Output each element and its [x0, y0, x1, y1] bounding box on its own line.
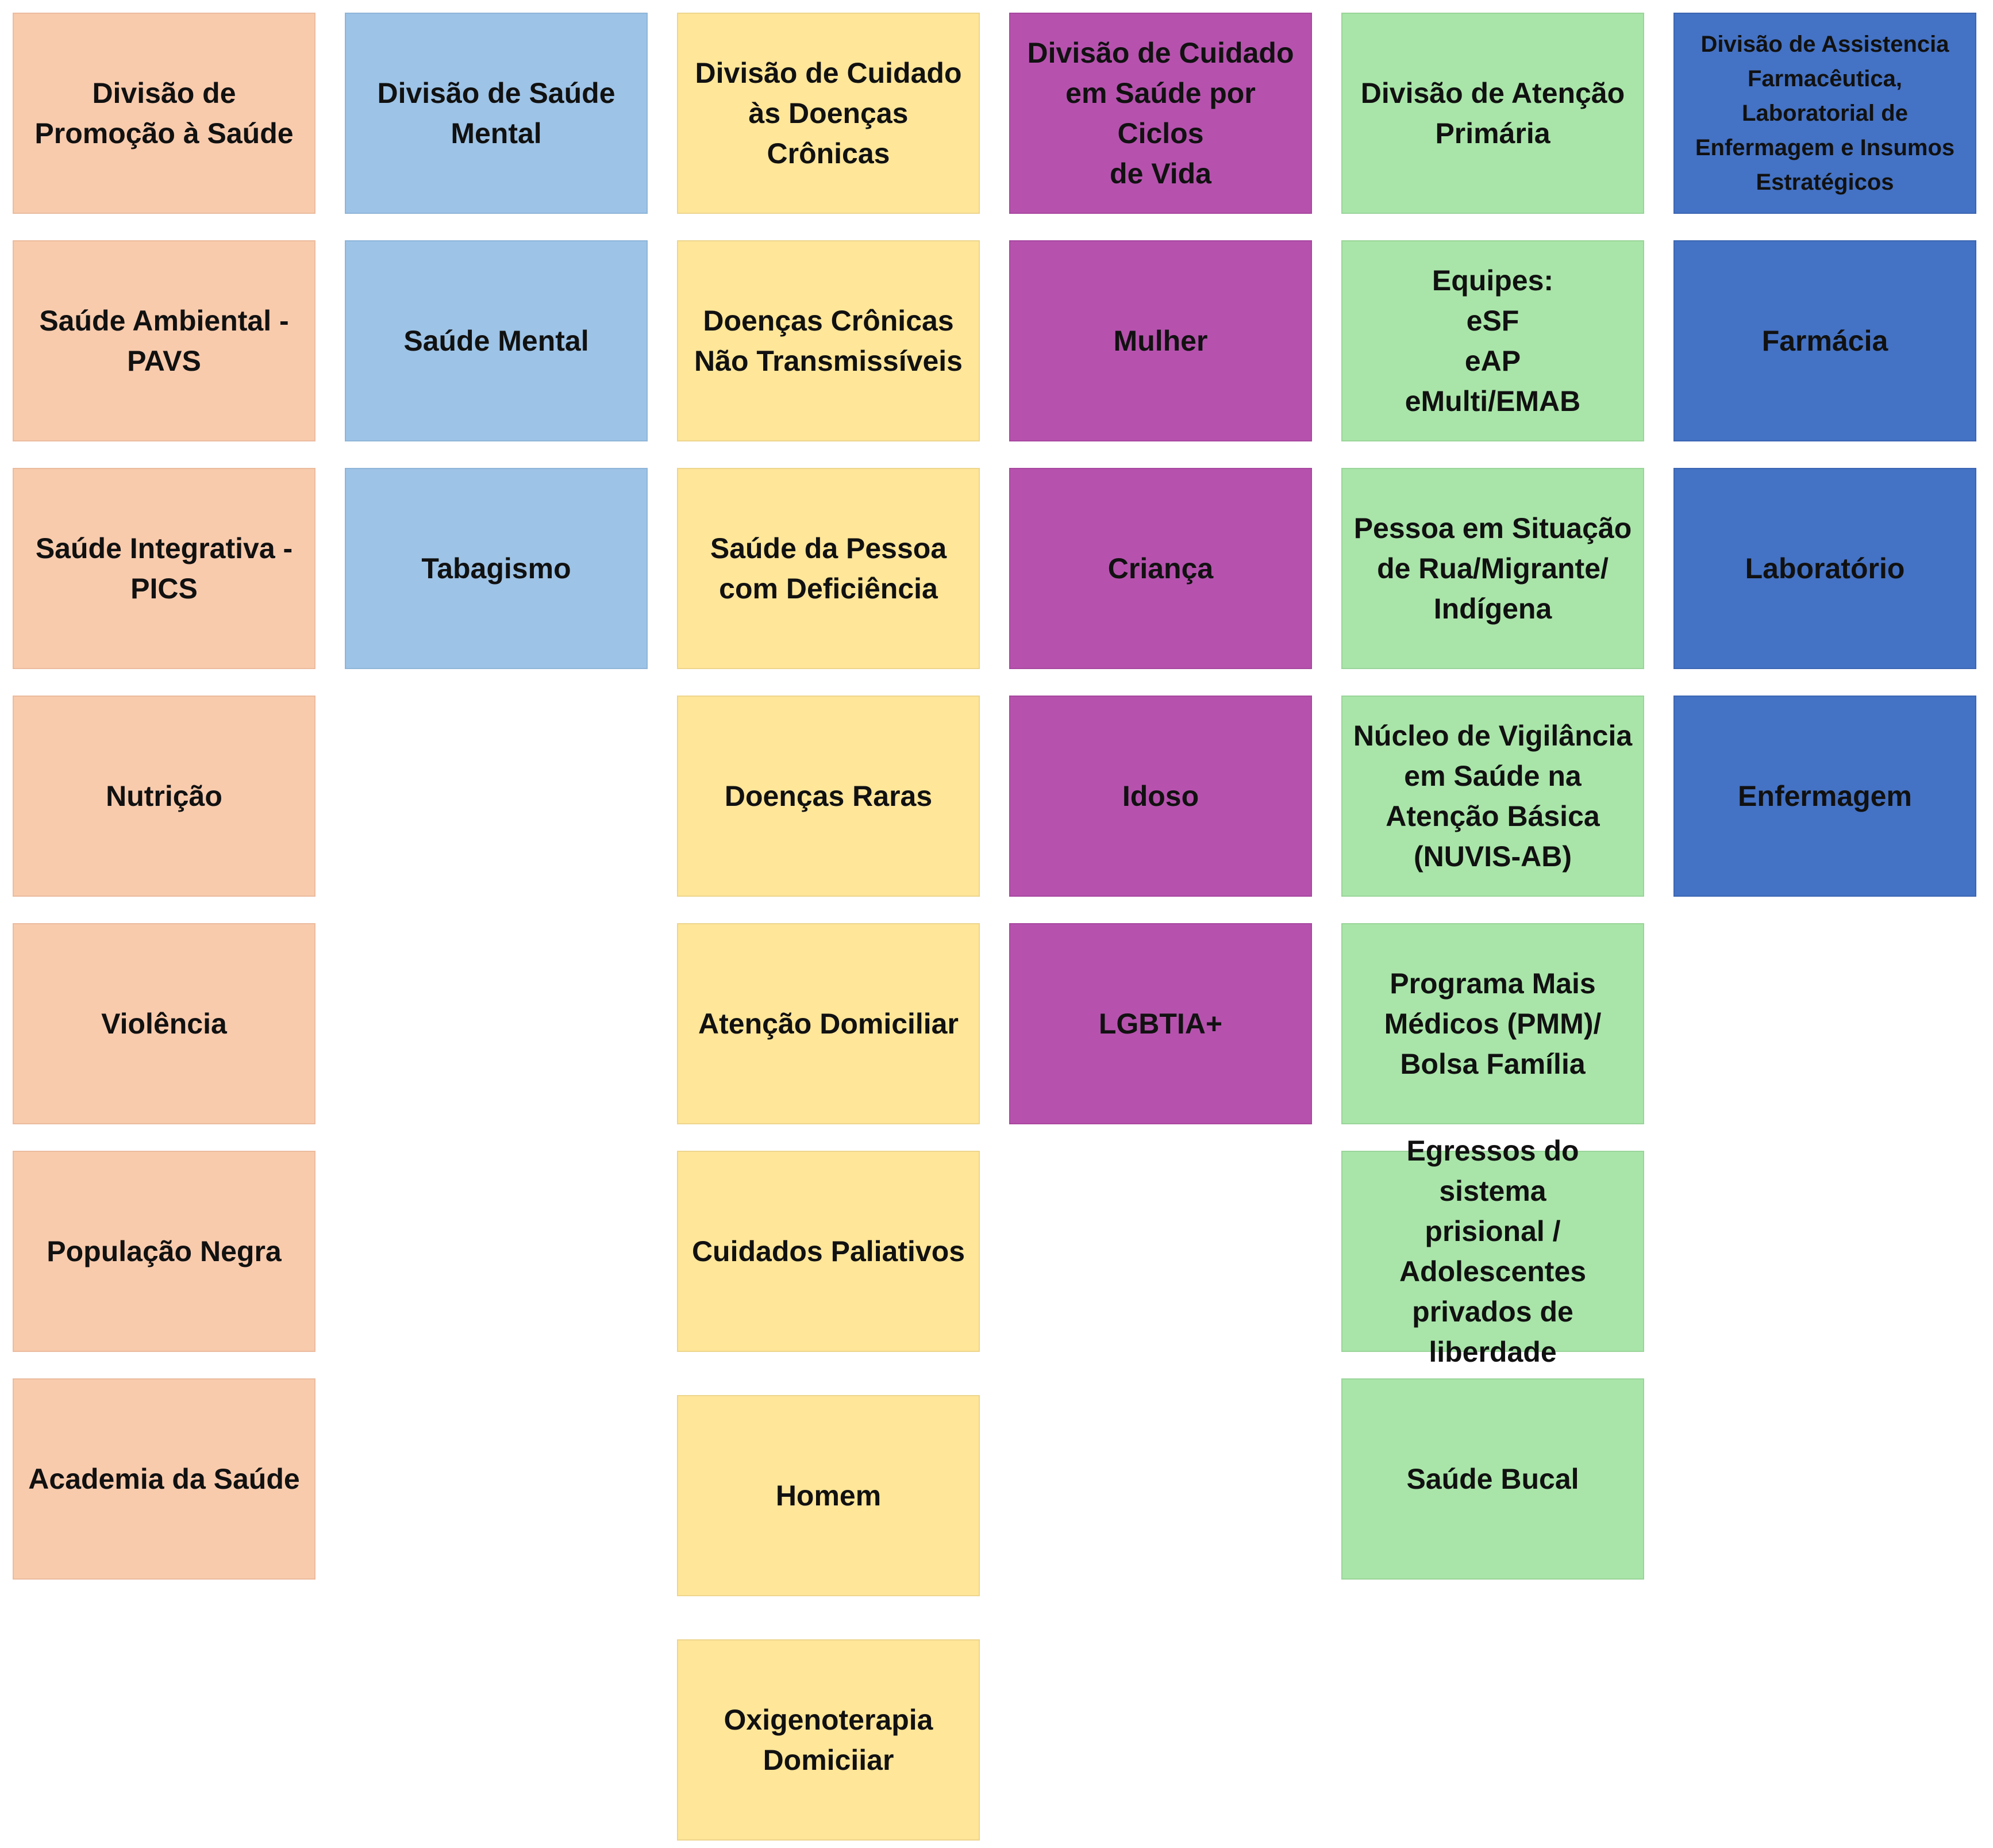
card-violencia: Violência [13, 923, 316, 1124]
card-homem: Homem [677, 1395, 980, 1596]
card-equipes: Equipes: eSF eAP eMulti/EMAB [1341, 240, 1644, 441]
card-laboratorio: Laboratório [1673, 468, 1976, 669]
division-header-doencas-cronicas: Divisão de Cuidado às Doenças Crônicas [677, 13, 980, 214]
card-nutricao: Nutrição [13, 696, 316, 897]
card-doencas-cronicas-nao-transmissiveis: Doenças Crônicas Não Transmissíveis [677, 240, 980, 441]
card-egressos-sistema-prisional: Egressos do sistema prisional / Adolesce… [1341, 1135, 1644, 1368]
card-enfermagem: Enfermagem [1673, 696, 1976, 897]
card-populacao-negra: População Negra [13, 1151, 316, 1352]
division-header-ciclos-de-vida: Divisão de Cuidado em Saúde por Ciclos d… [1009, 13, 1312, 214]
card-farmacia: Farmácia [1673, 240, 1976, 441]
card-saude-mental: Saúde Mental [345, 240, 648, 441]
card-oxigenoterapia-domiciiar: Oxigenoterapia Domiciiar [677, 1639, 980, 1841]
card-idoso: Idoso [1009, 696, 1312, 897]
card-doencas-raras: Doenças Raras [677, 696, 980, 897]
division-header-assistencia-farmaceutica: Divisão de Assistencia Farmacêutica, Lab… [1673, 13, 1976, 214]
card-programa-mais-medicos: Programa Mais Médicos (PMM)/ Bolsa Famíl… [1341, 923, 1644, 1124]
card-saude-integrativa-pics: Saúde Integrativa - PICS [13, 468, 316, 669]
card-lgbtia: LGBTIA+ [1009, 923, 1312, 1124]
card-saude-bucal: Saúde Bucal [1341, 1378, 1644, 1580]
card-nuvis-ab: Núcleo de Vigilância em Saúde na Atenção… [1341, 696, 1644, 897]
card-atencao-domiciliar: Atenção Domiciliar [677, 923, 980, 1124]
card-tabagismo: Tabagismo [345, 468, 648, 669]
card-crianca: Criança [1009, 468, 1312, 669]
card-mulher: Mulher [1009, 240, 1312, 441]
card-pessoa-situacao-rua: Pessoa em Situação de Rua/Migrante/ Indí… [1341, 468, 1644, 669]
card-academia-da-saude: Academia da Saúde [13, 1378, 316, 1580]
division-header-saude-mental: Divisão de Saúde Mental [345, 13, 648, 214]
division-header-atencao-primaria: Divisão de Atenção Primária [1341, 13, 1644, 214]
card-cuidados-paliativos: Cuidados Paliativos [677, 1151, 980, 1352]
card-saude-ambiental-pavs: Saúde Ambiental - PAVS [13, 240, 316, 441]
card-saude-pessoa-deficiencia: Saúde da Pessoa com Deficiência [677, 468, 980, 669]
division-header-promocao-saude: Divisão de Promoção à Saúde [13, 13, 316, 214]
